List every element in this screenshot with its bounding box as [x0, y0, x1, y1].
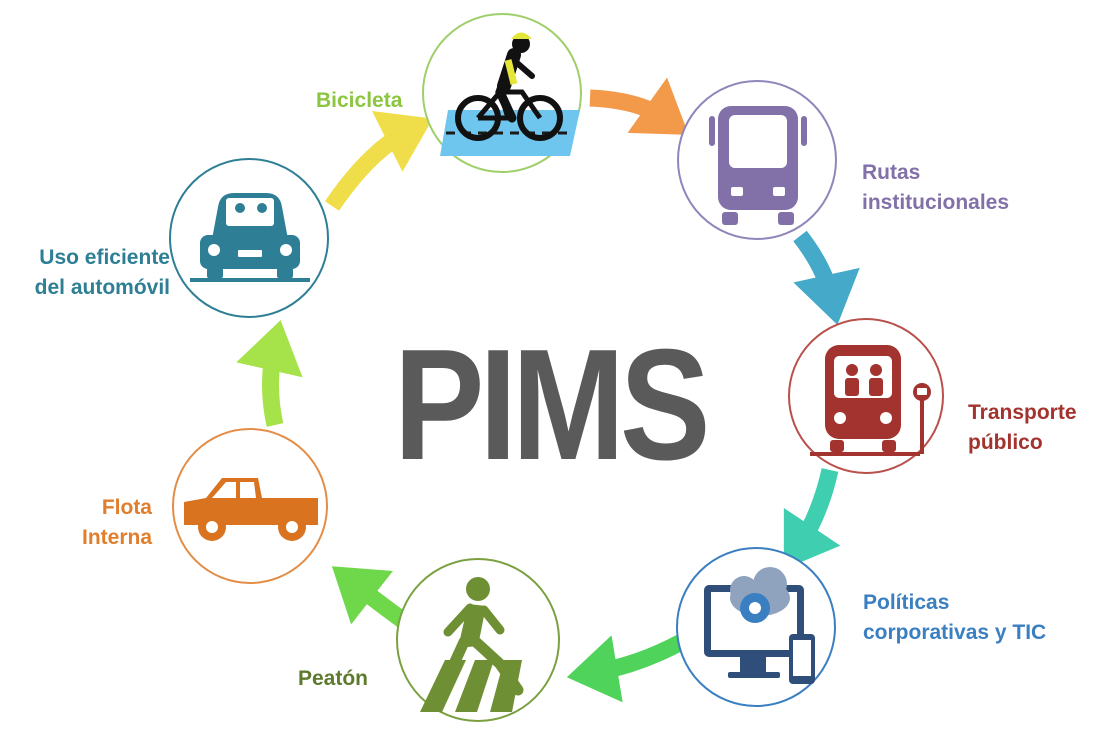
- label-line: Transporte: [968, 401, 1077, 424]
- label-peaton: Peatón: [298, 664, 368, 694]
- node-tic: [676, 547, 836, 707]
- label-line: Bicicleta: [316, 89, 403, 112]
- label-line: Uso eficiente: [39, 246, 170, 269]
- cycle-arrows: [236, 77, 860, 703]
- node-transit: [788, 318, 944, 474]
- label-line: Peatón: [298, 667, 369, 690]
- arrow-tic-to-pedestrian: [566, 632, 690, 703]
- label-rutas-institucionales: Rutas institucionales: [862, 158, 1009, 218]
- label-line: Políticas: [863, 591, 950, 614]
- label-line: institucionales: [862, 191, 1010, 214]
- label-bicicleta: Bicicleta: [316, 86, 402, 116]
- label-line: Flota: [101, 496, 152, 519]
- node-fleet: [172, 428, 328, 584]
- node-pedestrian: [396, 558, 560, 722]
- label-line: Interna: [81, 526, 152, 549]
- label-line: público: [968, 431, 1043, 454]
- label-politicas-tic: Políticas corporativas y TIC: [863, 588, 1046, 648]
- bus-icon: [709, 106, 807, 225]
- arrow-pedestrian-to-fleet: [331, 566, 411, 629]
- pickup-truck-icon: [184, 478, 318, 541]
- arrow-fleet-to-car: [236, 320, 303, 427]
- label-flota-interna: Flota Interna: [62, 493, 152, 553]
- car-icon: [190, 193, 310, 282]
- label-line: del automóvil: [34, 276, 170, 299]
- arrow-bicycle-to-bus: [589, 77, 689, 135]
- public-transit-icon: [810, 345, 931, 456]
- center-title: PIMS: [393, 317, 711, 493]
- label-transporte-publico: Transporte público: [968, 398, 1077, 458]
- pedestrian-icon: [420, 577, 524, 712]
- computer-cloud-gear-icon: [704, 567, 815, 684]
- arrow-transit-to-tic: [783, 468, 841, 570]
- node-bus: [677, 80, 837, 240]
- arrow-car-to-bicycle: [324, 111, 433, 211]
- label-uso-eficiente: Uso eficiente del automóvil: [12, 243, 170, 303]
- cyclist-icon: [440, 32, 580, 156]
- node-bicycle: [422, 13, 582, 173]
- label-line: corporativas y TIC: [863, 621, 1047, 644]
- node-car: [169, 158, 329, 318]
- arrow-bus-to-transit: [793, 230, 860, 325]
- label-line: Rutas: [862, 161, 921, 184]
